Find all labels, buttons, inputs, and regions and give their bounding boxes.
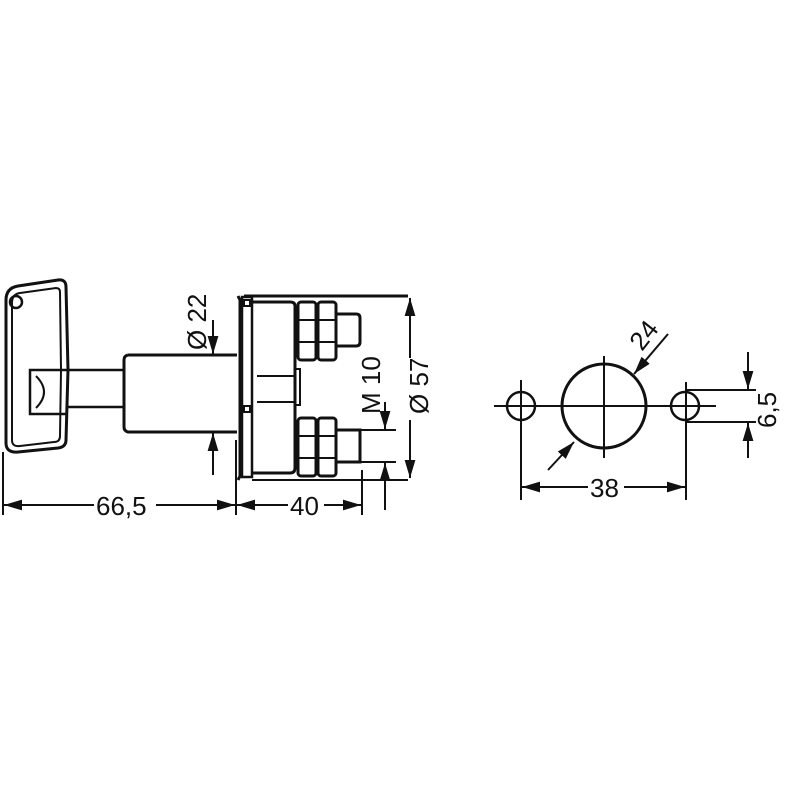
dim-label-shaft-diameter: Ø 22: [182, 294, 212, 350]
dim-fixing-hole: 6,5: [686, 352, 782, 458]
dim-label-terminal-thread: M 10: [356, 356, 386, 414]
dim-label-key-length: 66,5: [96, 491, 147, 521]
lower-terminal-icon: [296, 416, 362, 478]
dim-key-length: 66,5: [4, 490, 235, 521]
shaft: [122, 353, 237, 434]
dim-housing-diameter: Ø 57: [398, 298, 434, 478]
dim-shaft-diameter: Ø 22: [182, 294, 219, 475]
upper-terminal-icon: [296, 300, 362, 362]
dim-label-center-hole: 24: [623, 314, 664, 355]
dim-label-fixing-hole: 6,5: [752, 392, 782, 428]
dim-housing-depth: 40: [237, 490, 361, 521]
side-view: Ø 22 Ø 57 M 10 66,5 4: [2, 278, 434, 521]
mounting-hole-pattern: 24 6,5 38: [494, 314, 782, 503]
dim-label-housing-diameter: Ø 57: [404, 358, 434, 414]
key-icon: [4, 278, 124, 454]
dim-terminal-thread: M 10: [356, 356, 396, 510]
dim-hole-spacing: 38: [522, 472, 685, 503]
dim-label-housing-depth: 40: [290, 491, 319, 521]
housing: [236, 294, 408, 481]
dim-label-hole-spacing: 38: [590, 473, 619, 503]
